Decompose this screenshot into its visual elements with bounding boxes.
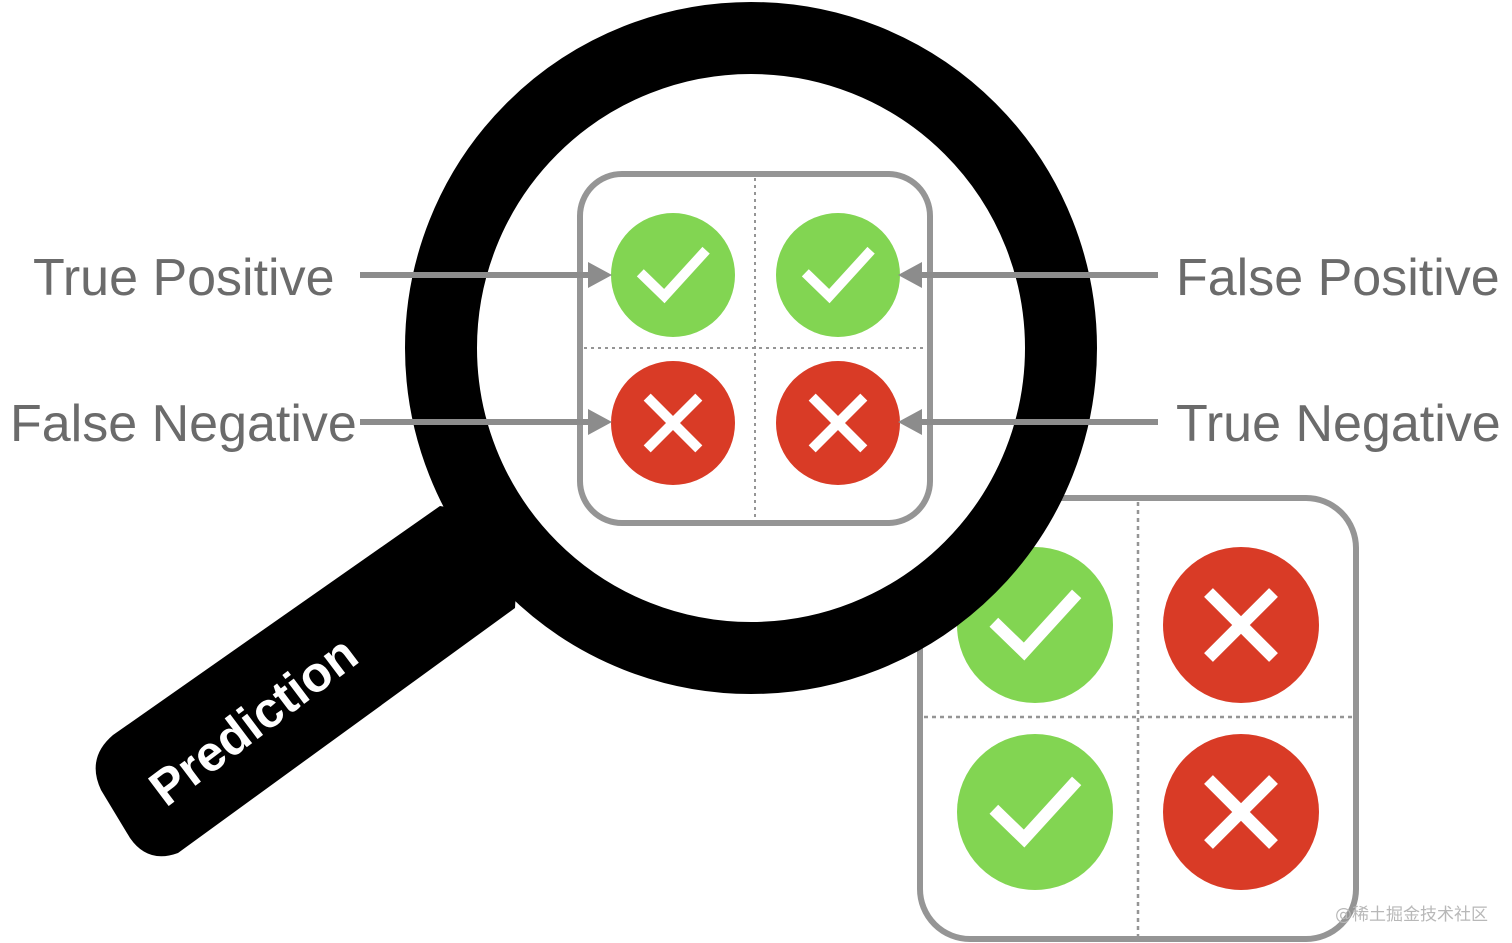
cross-icon (611, 361, 735, 485)
arrows (360, 262, 1158, 435)
arrow-true-positive (360, 262, 612, 288)
watermark: @稀土掘金技术社区 (1335, 905, 1488, 925)
magnifier-handle: Prediction (95, 506, 520, 857)
lens-ring (405, 2, 1097, 694)
label-true-negative: True Negative (1176, 395, 1501, 453)
handle-shape (95, 506, 520, 857)
zoomed-matrix (577, 171, 933, 526)
cross-icon (776, 361, 900, 485)
label-false-positive: False Positive (1176, 249, 1500, 307)
arrow-true-negative (898, 409, 1158, 435)
cross-icon (1163, 734, 1319, 890)
check-icon (611, 213, 735, 337)
label-true-positive: True Positive (33, 249, 335, 307)
check-icon (957, 734, 1113, 890)
arrow-false-positive (898, 262, 1158, 288)
arrow-false-negative (360, 409, 612, 435)
cross-icon (1163, 547, 1319, 703)
check-icon (776, 213, 900, 337)
full-matrix (917, 495, 1359, 942)
label-false-negative: False Negative (10, 395, 357, 453)
